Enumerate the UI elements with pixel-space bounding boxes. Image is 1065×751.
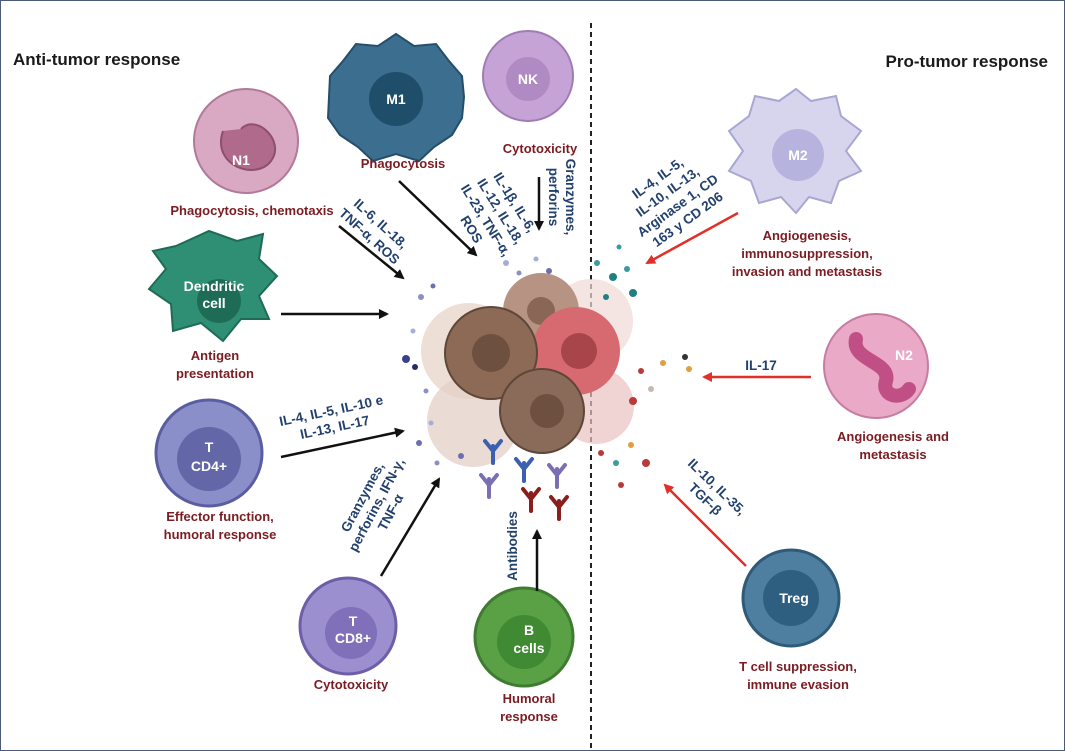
b-label-line2: cells [513, 640, 544, 656]
dendritic-caption-line2: presentation [176, 366, 254, 381]
tcd8-caption: Cytotoxicity [314, 677, 389, 692]
tcd8-cell: T CD8+ [298, 576, 398, 676]
b-cell: B cells [473, 586, 575, 688]
b-mediator: Antibodies [505, 511, 520, 581]
treg-label: Treg [779, 590, 809, 606]
m2-label: M2 [788, 147, 808, 163]
cytokine-particles [402, 244, 692, 488]
tcd8-label-line2: CD8+ [335, 630, 371, 646]
n2-caption-line1: Angiogenesis and [837, 429, 949, 444]
nk-cell: NK [482, 30, 574, 122]
tcd4-caption-line1: Effector function, [166, 509, 274, 524]
tcd4-caption-line2: humoral response [164, 527, 277, 542]
n1-caption: Phagocytosis, chemotaxis [170, 203, 333, 218]
tcd4-label-line2: CD4+ [191, 458, 227, 474]
m2-caption-line3: invasion and metastasis [732, 264, 882, 279]
tumor-cluster [421, 273, 634, 467]
pro-tumor-heading: Pro-tumor response [886, 52, 1048, 71]
treg-cell: Treg [741, 548, 841, 648]
treg-caption-line1: T cell suppression, [739, 659, 857, 674]
anti-tumor-heading: Anti-tumor response [13, 50, 180, 69]
n2-caption-line2: metastasis [859, 447, 926, 462]
nk-label: NK [518, 71, 538, 87]
treg-caption-line2: immune evasion [747, 677, 849, 692]
arrows [280, 177, 811, 591]
nk-mediator-line2: perforins [546, 168, 561, 227]
antibody-group [479, 439, 569, 521]
nk-mediators: Granzymes, perforins [546, 159, 578, 236]
b-caption-line1: Humoral [503, 691, 556, 706]
tcd4-cell: T CD4+ [154, 398, 264, 508]
nk-mediator-line1: Granzymes, [563, 159, 578, 236]
m2-caption-line2: immunosuppression, [741, 246, 872, 261]
arrow-tcd8 [379, 477, 441, 577]
arrow-m2 [645, 211, 739, 265]
m1-cell: M1 [326, 32, 466, 163]
dendritic-label-line2: cell [202, 295, 225, 311]
m1-caption: Phagocytosis [361, 156, 446, 171]
arrow-n1 [338, 225, 405, 280]
arrow-tcd4 [280, 427, 405, 459]
b-label-line1: B [524, 622, 534, 638]
nk-caption: Cytotoxicity [503, 141, 578, 156]
arrow-treg [663, 483, 747, 567]
n1-label: N1 [232, 152, 250, 168]
dendritic-cell: Dendritic cell [147, 229, 279, 343]
n1-cell: N1 [193, 88, 299, 194]
n2-cell: N2 [823, 313, 929, 419]
n2-label: N2 [895, 347, 913, 363]
dendritic-caption-line1: Antigen [191, 348, 239, 363]
m2-caption-line1: Angiogenesis, [763, 228, 852, 243]
n2-mediator: IL-17 [745, 358, 777, 373]
dendritic-label-line1: Dendritic [184, 278, 245, 294]
tcd8-mediators: Granzymes, perforins, IFN-γ, TNF-α [338, 456, 408, 554]
m2-cell: M2 [727, 87, 863, 215]
b-caption-line2: response [500, 709, 558, 724]
m1-mediators: IL-1β, IL-6, IL-12, IL-18, IL-23, TNF-α,… [457, 170, 539, 259]
treg-mediators: IL-10, IL-35, TGF-β [685, 456, 749, 519]
m1-label: M1 [386, 91, 406, 107]
m2-mediators: IL-4, IL-5, IL-10, IL-13, Arginase 1, CD… [629, 155, 726, 250]
tcd4-label-line1: T [205, 439, 214, 455]
tcd8-label-line1: T [349, 613, 358, 629]
arrow-m1 [398, 180, 478, 257]
